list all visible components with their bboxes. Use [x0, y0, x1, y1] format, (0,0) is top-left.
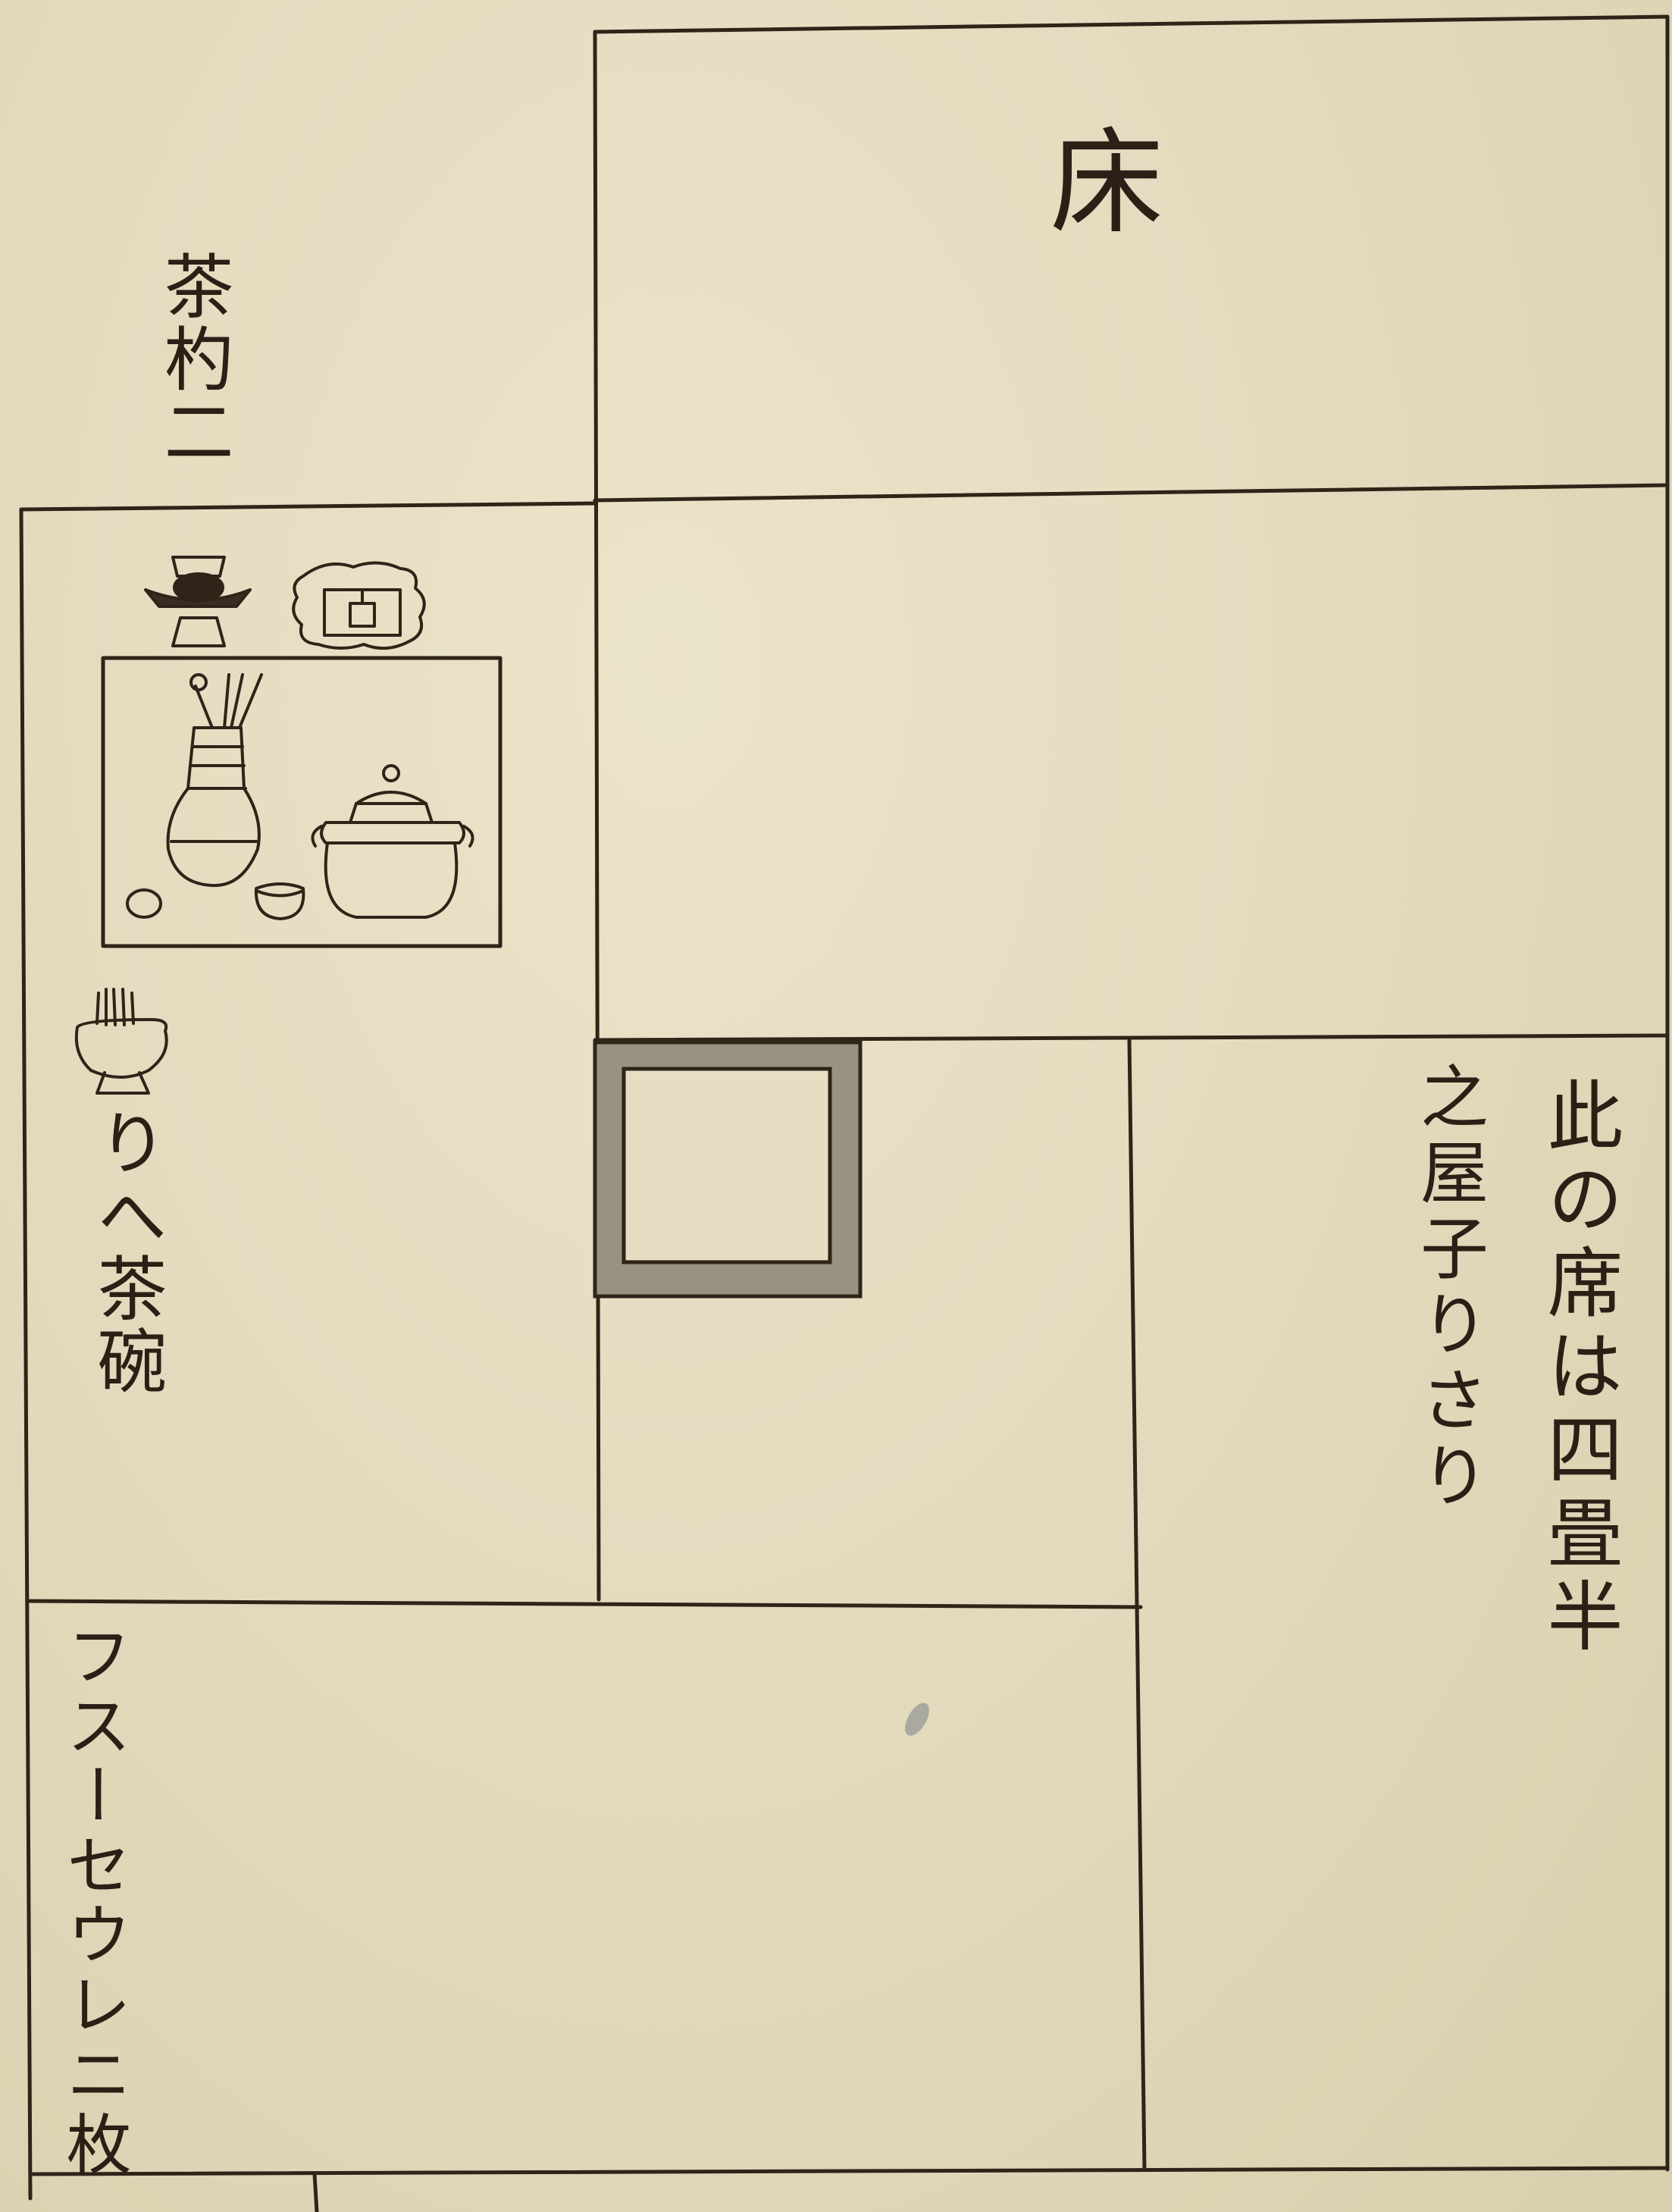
flower-vase-icon [166, 673, 263, 888]
fusuma-label: フスーセウレニ枚 [55, 1622, 130, 2180]
tatami-grid [19, 14, 1670, 2212]
incense-box-icon [292, 561, 426, 650]
small-cup-icon [126, 882, 305, 920]
toko-bottom-line [593, 483, 1670, 503]
note-line-1: 此の席は四畳半 [1534, 1076, 1623, 1660]
left-edge-line [19, 507, 33, 2201]
shelf-frame [101, 656, 503, 948]
incense-burner-icon [144, 556, 252, 647]
daisu-top-line [19, 501, 597, 512]
chashaku-label: 茶杓二 [152, 250, 233, 468]
sunken-hearth-icon [593, 1040, 863, 1299]
lower-mat-line [25, 1599, 1143, 1609]
toko-label: 床 [1050, 117, 1164, 249]
bottom-stub-line [312, 2172, 319, 2212]
whisk-bowl-icon [74, 988, 168, 1095]
tea-kettle-icon [311, 764, 474, 919]
half-mat-divider [1127, 1038, 1147, 2172]
hearth-row-line [593, 1033, 1670, 1042]
toko-top-line [593, 14, 1670, 34]
ink-stain [905, 1703, 929, 1736]
mizusashi-chawan-label: りへ茶碗 [86, 1107, 167, 1398]
note-line-2: 之屋子りさり [1408, 1061, 1488, 1516]
bottom-line [31, 2166, 1670, 2176]
toko-left-line [593, 30, 601, 1602]
